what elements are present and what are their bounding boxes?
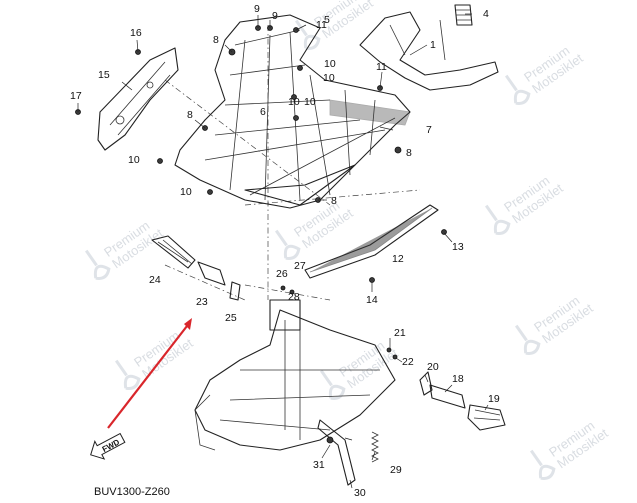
callout-6: 6 — [260, 106, 266, 118]
callout-26: 26 — [276, 268, 288, 280]
callout-8: 8 — [406, 147, 412, 159]
callout-13: 13 — [452, 241, 464, 253]
callout-9: 9 — [254, 3, 260, 15]
callout-10: 10 — [324, 58, 336, 70]
spring — [371, 431, 379, 463]
watermark: Premium Motosiklet — [485, 173, 566, 235]
callout-8: 8 — [187, 109, 193, 121]
callout-29: 29 — [390, 464, 402, 476]
right-footrest — [419, 371, 506, 431]
watermark-group: Premium Motosiklet Premium Motosiklet Pr… — [85, 0, 611, 480]
watermark: Premium Motosiklet — [515, 293, 596, 355]
callout-4: 4 — [483, 8, 489, 20]
callout-25: 25 — [225, 312, 237, 324]
callout-8: 8 — [331, 195, 337, 207]
callout-24: 24 — [149, 274, 161, 286]
watermark: Premium Motosiklet — [505, 43, 586, 105]
callout-5: 5 — [324, 14, 330, 26]
callout-7: 7 — [426, 124, 432, 136]
callout-14: 14 — [366, 294, 378, 306]
callout-30: 30 — [354, 487, 366, 499]
direction-arrow — [107, 318, 192, 429]
side-bracket — [97, 47, 179, 151]
assembly-lines — [164, 25, 421, 301]
callout-20: 20 — [427, 361, 439, 373]
callout-10: 10 — [288, 96, 300, 108]
callout-11: 11 — [376, 61, 387, 73]
callout-21: 21 — [394, 327, 406, 339]
main-stand — [359, 4, 499, 91]
callout-1: 1 — [430, 39, 436, 51]
callouts: 1 4 5 6 7 8 8 8 8 9 9 10 10 10 10 10 10 … — [70, 3, 500, 499]
fasteners — [75, 25, 447, 444]
callout-10: 10 — [180, 186, 192, 198]
watermark: Premium Motosiklet — [320, 338, 401, 400]
watermark: Premium Motosiklet — [85, 218, 166, 280]
callout-23: 23 — [196, 296, 208, 308]
fwd-arrow-badge: FWD — [90, 432, 126, 460]
callout-10: 10 — [128, 154, 140, 166]
watermark: Premium Motosiklet — [530, 418, 611, 480]
callout-8: 8 — [213, 34, 219, 46]
callout-12: 12 — [392, 253, 404, 265]
left-footrest — [151, 235, 241, 301]
callout-15: 15 — [98, 69, 110, 81]
callout-10: 10 — [304, 96, 316, 108]
callout-27: 27 — [294, 260, 306, 272]
callout-9: 9 — [272, 10, 278, 22]
callout-31: 31 — [313, 459, 325, 471]
diagram-code: BUV1300-Z260 — [94, 486, 170, 498]
callout-22: 22 — [402, 356, 414, 368]
footboard-frame — [174, 14, 411, 209]
callout-16: 16 — [130, 27, 142, 39]
callout-18: 18 — [452, 373, 464, 385]
callout-17: 17 — [70, 90, 82, 102]
callout-19: 19 — [488, 393, 500, 405]
callout-10: 10 — [323, 72, 335, 84]
callout-11: 11 — [316, 19, 327, 31]
callout-28: 28 — [288, 291, 300, 303]
leader-lines — [77, 13, 489, 489]
side-rail — [304, 204, 439, 279]
lower-frame — [194, 299, 396, 486]
